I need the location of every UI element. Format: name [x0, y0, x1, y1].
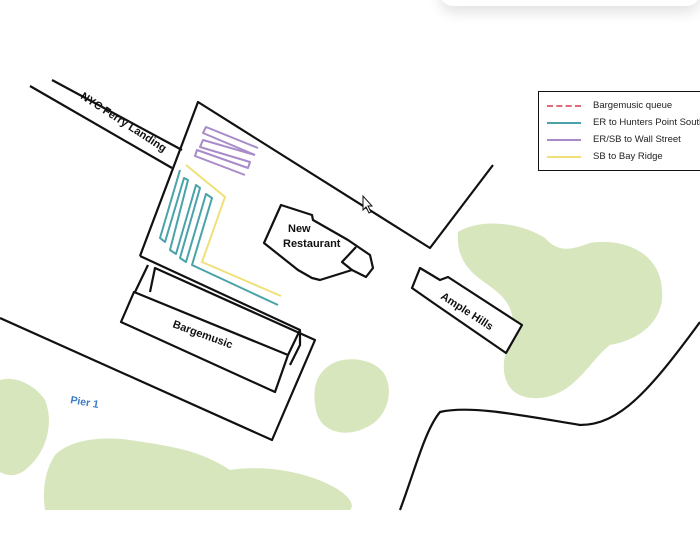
new-restaurant-building [262, 203, 375, 282]
dashed-line-swatch-icon [547, 104, 581, 107]
plaza-outline [138, 100, 494, 257]
legend-item: Bargemusic queue [547, 97, 700, 114]
dock-outline [0, 266, 317, 442]
queue-hunters-point [159, 169, 279, 306]
ample-hills-building [410, 266, 524, 355]
ferry-landing-outline [51, 79, 183, 151]
queue-wall-street [194, 126, 259, 176]
mouse-cursor-icon [362, 194, 374, 214]
legend-label: Bargemusic queue [593, 100, 673, 111]
queue-bay-ridge [185, 164, 282, 297]
restaurant-annex [340, 246, 357, 271]
park-area-center [314, 359, 389, 433]
legend-item: SB to Bay Ridge [547, 148, 700, 165]
legend-label: ER to Hunters Point South [593, 117, 700, 128]
road-outline [398, 321, 700, 511]
park-area-left [0, 378, 49, 476]
legend-label: ER/SB to Wall Street [593, 134, 681, 145]
new-restaurant-label: Restaurant [283, 238, 341, 250]
new-restaurant-label: New [288, 223, 311, 235]
park-area-bottom [43, 438, 352, 510]
line-swatch-icon [547, 121, 581, 124]
pier-label: Pier 1 [69, 394, 99, 411]
line-swatch-icon [547, 155, 581, 158]
bargemusic-building [119, 290, 290, 394]
map-legend: Bargemusic queue ER to Hunters Point Sou… [538, 91, 700, 171]
park-area-right [457, 223, 663, 399]
line-swatch-icon [547, 138, 581, 141]
dock-inner-line [287, 328, 302, 366]
legend-label: SB to Bay Ridge [593, 151, 663, 162]
legend-item: ER to Hunters Point South [547, 114, 700, 131]
legend-item: ER/SB to Wall Street [547, 131, 700, 148]
ferry-landing-outline [29, 85, 173, 169]
plaza-bottom-edge [139, 255, 301, 331]
dock-inner [134, 264, 149, 293]
